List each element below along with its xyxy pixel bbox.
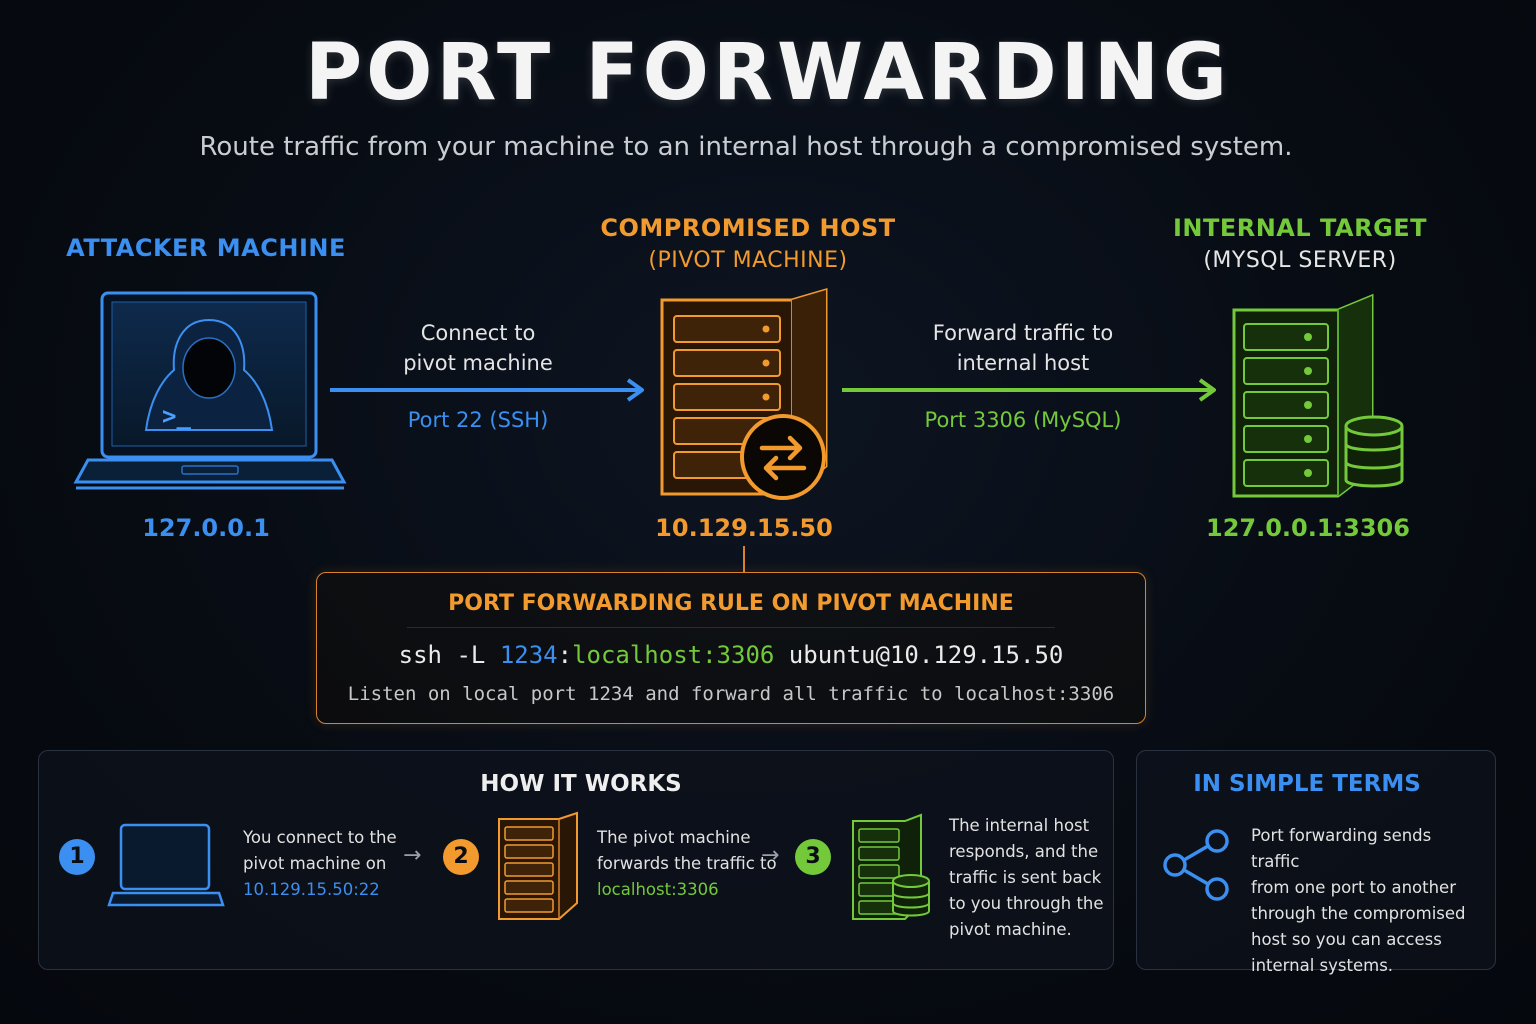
small-mysql-server-icon <box>849 811 931 927</box>
how-it-works-title: HOW IT WORKS <box>480 771 682 797</box>
link-first-port: Port 22 (SSH) <box>407 408 549 432</box>
simple-terms-line5: internal systems. <box>1251 956 1394 975</box>
step-3-line5: pivot machine. <box>949 920 1072 939</box>
link-first-line2: pivot machine <box>403 351 553 375</box>
step-2-line2: forwards the traffic to <box>597 854 777 873</box>
step-3-text: The internal host responds, and the traf… <box>949 813 1109 943</box>
link-second-line1: Forward traffic to <box>932 321 1114 345</box>
simple-terms-line1: Port forwarding sends traffic <box>1251 826 1432 871</box>
step-1-line1: You connect to the <box>243 828 397 847</box>
cmd-dest: localhost:3306 <box>572 641 775 669</box>
target-title: INTERNAL TARGET <box>1172 214 1428 242</box>
step-arrow-2: → <box>761 843 780 868</box>
database-icon <box>1342 414 1406 498</box>
forwarding-rule-box: PORT FORWARDING RULE ON PIVOT MACHINE ss… <box>316 572 1146 724</box>
swap-arrows-icon <box>738 412 828 506</box>
page-subtitle: Route traffic from your machine to an in… <box>199 132 1293 162</box>
rule-description: Listen on local port 1234 and forward al… <box>347 683 1115 705</box>
terminal-prompt: >_ <box>162 402 191 430</box>
step-1-badge: 1 <box>59 839 95 875</box>
ssh-command: ssh -L 1234:localhost:3306 ubuntu@10.129… <box>317 641 1145 669</box>
step-1-highlight: 10.129.15.50:22 <box>243 880 380 899</box>
step-2-highlight: localhost:3306 <box>597 880 719 899</box>
target-subtitle: (MYSQL SERVER) <box>1203 248 1397 273</box>
link-first-line1: Connect to <box>420 321 536 345</box>
link-second-port: Port 3306 (MySQL) <box>924 408 1122 432</box>
link-first-label: Connect to pivot machine <box>378 318 578 378</box>
simple-terms-line3: through the compromised <box>1251 904 1466 923</box>
hacker-laptop-icon <box>72 290 348 500</box>
step-2-text: The pivot machine forwards the traffic t… <box>597 825 787 903</box>
attacker-ip: 127.0.0.1 <box>142 514 270 542</box>
simple-terms-panel: IN SIMPLE TERMS Port forwarding sends tr… <box>1136 750 1496 975</box>
how-it-works-panel: HOW IT WORKS 1 You connect to the pivot … <box>38 750 1114 970</box>
step-3-line4: to you through the <box>949 894 1104 913</box>
simple-terms-line2: from one port to another <box>1251 878 1456 897</box>
step-2-badge: 2 <box>443 839 479 875</box>
step-1-line2: pivot machine on <box>243 854 387 873</box>
page-title: PORT FORWARDING <box>304 28 1232 118</box>
pivot-server-icon <box>656 287 836 512</box>
cmd-prefix: ssh -L <box>398 641 500 669</box>
cmd-sep: : <box>557 641 573 669</box>
step-3-badge: 3 <box>795 839 831 875</box>
pivot-subtitle: (PIVOT MACHINE) <box>648 248 848 273</box>
small-laptop-icon <box>107 823 225 915</box>
pivot-title: COMPROMISED HOST <box>600 214 896 242</box>
simple-terms-text: Port forwarding sends traffic from one p… <box>1251 823 1481 979</box>
connector-line <box>743 546 745 572</box>
step-3-line3: traffic is sent back <box>949 868 1102 887</box>
step-3-line1: The internal host <box>949 816 1090 835</box>
step-3-line2: responds, and the <box>949 842 1099 861</box>
attacker-title: ATTACKER MACHINE <box>66 234 346 262</box>
step-arrow-1: → <box>403 843 422 868</box>
pivot-ip: 10.129.15.50 <box>655 514 833 542</box>
blue-arrow <box>330 378 644 402</box>
simple-terms-line4: host so you can access <box>1251 930 1442 949</box>
cmd-port: 1234 <box>499 641 558 669</box>
link-second-label: Forward traffic to internal host <box>900 318 1146 378</box>
step-1-text: You connect to the pivot machine on 10.1… <box>243 825 423 903</box>
target-ip: 127.0.0.1:3306 <box>1206 514 1410 542</box>
rule-divider <box>407 627 1055 628</box>
cmd-suffix: ubuntu@10.129.15.50 <box>774 641 1064 669</box>
share-icon <box>1161 827 1233 907</box>
step-2-line1: The pivot machine <box>597 828 751 847</box>
green-arrow <box>842 378 1216 402</box>
rule-title: PORT FORWARDING RULE ON PIVOT MACHINE <box>448 591 1014 616</box>
small-pivot-server-icon <box>495 811 581 927</box>
link-second-line2: internal host <box>956 351 1090 375</box>
simple-terms-title: IN SIMPLE TERMS <box>1193 771 1421 797</box>
